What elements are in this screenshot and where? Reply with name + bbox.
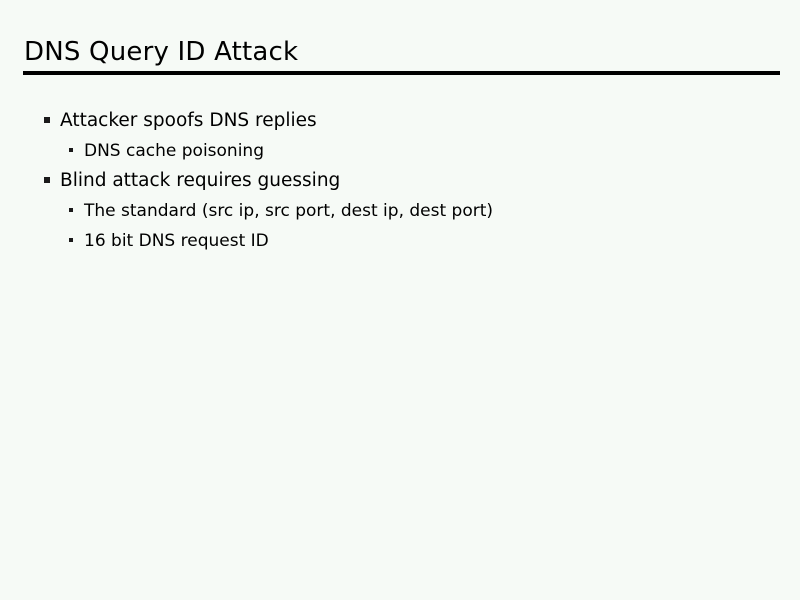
bullet-text: DNS cache poisoning [84, 141, 264, 161]
square-bullet-icon [44, 117, 50, 123]
page-title: DNS Query ID Attack [24, 37, 299, 67]
list-item: The standard (src ip, src port, dest ip,… [0, 196, 800, 226]
bullet-row: Blind attack requires guessing [0, 166, 800, 196]
bullet-text: The standard (src ip, src port, dest ip,… [84, 201, 494, 221]
small-square-bullet-icon [69, 238, 73, 242]
bullet-text: Blind attack requires guessing [60, 170, 341, 191]
bullet-list-level-2: DNS cache poisoning [0, 136, 800, 166]
list-item: DNS cache poisoning [0, 136, 800, 166]
title-underline-rule [23, 71, 780, 75]
bullet-text: Attacker spoofs DNS replies [60, 110, 317, 131]
bullet-row: 16 bit DNS request ID [0, 226, 800, 256]
bullet-row: DNS cache poisoning [0, 136, 800, 166]
bullet-row: The standard (src ip, src port, dest ip,… [0, 196, 800, 226]
bullet-row: Attacker spoofs DNS replies [0, 106, 800, 136]
slide-body: Attacker spoofs DNS replies DNS cache po… [0, 106, 800, 256]
small-square-bullet-icon [69, 148, 73, 152]
small-square-bullet-icon [69, 208, 73, 212]
list-item: 16 bit DNS request ID [0, 226, 800, 256]
bullet-text: 16 bit DNS request ID [84, 231, 269, 251]
bullet-list-level-2: The standard (src ip, src port, dest ip,… [0, 196, 800, 256]
bullet-list-level-1: Attacker spoofs DNS replies DNS cache po… [0, 106, 800, 256]
list-item: Blind attack requires guessing The stand… [0, 166, 800, 256]
slide-title-block: DNS Query ID Attack [24, 36, 780, 68]
square-bullet-icon [44, 177, 50, 183]
list-item: Attacker spoofs DNS replies DNS cache po… [0, 106, 800, 166]
